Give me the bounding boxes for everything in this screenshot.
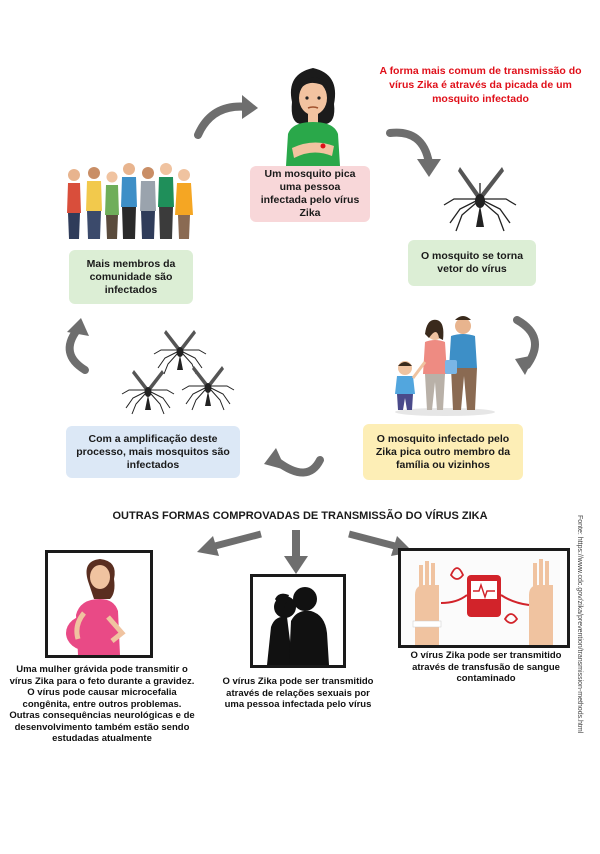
- blood-transfusion-illustration: [401, 551, 567, 645]
- step-2-box: O mosquito se torna vetor do vírus: [408, 240, 536, 286]
- other-forms-heading: OUTRAS FORMAS COMPROVADAS DE TRANSMISSÃO…: [112, 510, 488, 522]
- family-illustration: [395, 316, 495, 416]
- sexual-picture-frame: [250, 574, 346, 668]
- step-3-box: O mosquito infectado pelo Zika pica outr…: [363, 424, 523, 480]
- step-4-box: Com a amplificação deste processo, mais …: [66, 426, 240, 478]
- pregnancy-caption: Uma mulher grávida pode transmitir o vír…: [9, 664, 195, 744]
- step-5-box: Mais membros da comunidade são infectado…: [69, 250, 193, 304]
- cycle-arrow-top-right: [386, 128, 441, 177]
- couple-silhouette-illustration: [267, 587, 329, 665]
- pregnancy-picture-frame: [45, 550, 153, 658]
- intro-text: A forma mais comum de transmissão do vír…: [379, 65, 582, 105]
- infected-woman-illustration: [286, 68, 340, 166]
- cycle-arrow-top-left: [194, 95, 258, 139]
- mosquito-icon: [443, 167, 517, 232]
- transfusion-picture-frame: [398, 548, 570, 648]
- transfusion-caption: O vírus Zika pode ser transmitido atravé…: [410, 650, 562, 684]
- sexual-caption: O vírus Zika pode ser transmitido atravé…: [222, 676, 374, 710]
- mosquitoes-group-icon: [121, 330, 235, 415]
- source-text: Fonte: https://www.cdc.gov/zika/preventi…: [576, 515, 583, 734]
- arrow-to-sexual: [284, 530, 308, 574]
- cycle-arrow-right: [513, 316, 539, 375]
- pregnant-woman-illustration: [66, 559, 126, 655]
- arrow-to-pregnancy: [197, 530, 262, 556]
- cycle-arrow-bottom: [264, 448, 324, 477]
- cycle-arrow-left: [65, 318, 89, 374]
- step-1-box: Um mosquito pica uma pessoa infectada pe…: [250, 166, 370, 222]
- community-illustration: [67, 163, 193, 239]
